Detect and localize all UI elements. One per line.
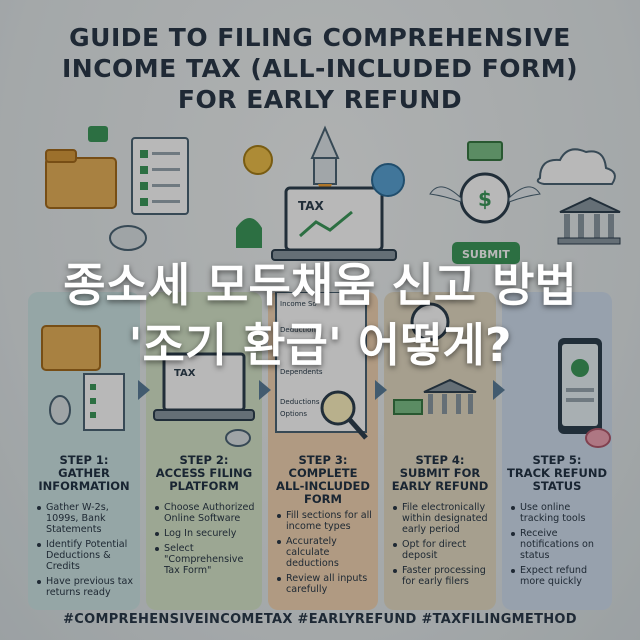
submit-graphic: SUBMIT	[452, 242, 520, 264]
list-item: Identify Potential Deductions & Credits	[37, 539, 136, 572]
form-line-2: Deductions	[280, 326, 320, 334]
list-item: Accurately calculate deductions	[277, 536, 374, 569]
step-3-illustration: Income So Deductions Dependents Deductio…	[275, 292, 368, 440]
submit-label: SUBMIT	[462, 248, 510, 261]
bank-icon	[557, 196, 621, 245]
list-item: Use online tracking tools	[511, 502, 608, 524]
step-1-number: STEP 1:	[59, 453, 109, 467]
step-3-title-line-3: FORM	[304, 492, 342, 506]
arrow-right-icon	[493, 380, 505, 400]
korean-headline-line-1: 종소세 모두채움 신고 방법	[63, 258, 577, 312]
step-1-illustration	[41, 325, 125, 431]
laptop-tax-label: TAX	[298, 199, 325, 213]
arrow-right-icon	[259, 380, 271, 400]
step-3-heading: STEP 3: COMPLETE ALL-INCLUDED FORM	[268, 454, 378, 506]
step-4-heading: STEP 4: SUBMIT FOR EARLY REFUND	[384, 454, 496, 493]
folder-icon	[45, 149, 117, 209]
checklist-icon	[131, 137, 189, 215]
list-item: Choose Authorized Online Software	[155, 502, 258, 524]
list-item: Expect refund more quickly	[511, 565, 608, 587]
list-item: Log In securely	[155, 528, 258, 539]
list-item: Receive notifications on status	[511, 528, 608, 561]
chat-bubble-icon	[88, 126, 108, 142]
step-1-title-line-1: GATHER	[58, 466, 110, 480]
arrow-right-icon	[375, 380, 387, 400]
step-4-title-line-2: EARLY REFUND	[391, 479, 489, 493]
list-item: Opt for direct deposit	[393, 539, 492, 561]
money-bill-icon	[467, 141, 503, 161]
list-item: Gather W-2s, 1099s, Bank Statements	[37, 502, 136, 535]
globe-icon	[371, 163, 405, 197]
step-3-number: STEP 3:	[298, 453, 348, 467]
step-5-number: STEP 5:	[532, 453, 582, 467]
title-line-3: FOR EARLY REFUND	[177, 85, 463, 114]
step-3-title-line-1: COMPLETE	[288, 466, 358, 480]
steps-container: STEP 1: GATHER INFORMATION Gather W-2s, …	[28, 292, 612, 610]
step-4-illustration	[393, 302, 477, 415]
step-2-tax-label: TAX	[174, 368, 196, 379]
step-2-heading: STEP 2: ACCESS FILING PLATFORM	[146, 454, 262, 493]
step-3-list: Fill sections for all income types Accur…	[274, 510, 378, 599]
step-5-panel: STEP 5: TRACK REFUND STATUS Use online t…	[502, 292, 612, 610]
step-4-list: File electronically within designated ea…	[390, 502, 496, 591]
step-1-heading: STEP 1: GATHER INFORMATION	[28, 454, 140, 493]
step-4-panel: STEP 4: SUBMIT FOR EARLY REFUND File ele…	[384, 292, 496, 610]
step-5-title-line-1: TRACK REFUND	[506, 466, 608, 480]
hashtag-footer: #COMPREHENSIVEINCOMETAX #EARLYREFUND #TA…	[63, 612, 577, 627]
form-line-5: Options	[280, 410, 307, 418]
step-2-number: STEP 2:	[179, 453, 229, 467]
step-5-title-line-2: STATUS	[532, 479, 582, 493]
list-item: Review all inputs carefully	[277, 573, 374, 595]
step-5-list: Use online tracking tools Receive notifi…	[508, 502, 612, 591]
laptop-icon: TAX	[271, 186, 397, 261]
coin-icon	[243, 145, 273, 175]
list-item: Have previous tax returns ready	[37, 576, 136, 598]
step-2-title-line-2: PLATFORM	[169, 479, 239, 493]
form-line-3: Dependents	[280, 368, 323, 376]
svg-text:$: $	[478, 187, 492, 211]
form-line-1: Income So	[280, 300, 317, 308]
illustration-band: TAX $ SUBMIT	[45, 125, 621, 264]
arrow-right-icon	[138, 380, 150, 400]
mouse-icon	[109, 225, 147, 251]
step-3-title-line-2: ALL-INCLUDED	[276, 479, 370, 493]
korean-headline-line-2: '조기 환급' 어떻게?	[128, 318, 512, 372]
step-5-illustration	[558, 338, 611, 448]
step-3-panel: Income So Deductions Dependents Deductio…	[268, 292, 378, 610]
list-item: Faster processing for early filers	[393, 565, 492, 587]
stopwatch-icon: $	[429, 172, 541, 224]
cloud-icon	[536, 148, 616, 185]
title-line-2: INCOME TAX (ALL-INCLUDED FORM)	[61, 54, 578, 83]
step-4-number: STEP 4:	[415, 453, 465, 467]
step-1-title-line-2: INFORMATION	[38, 479, 130, 493]
infographic-title: GUIDE TO FILING COMPREHENSIVE INCOME TAX…	[0, 22, 640, 115]
step-2-illustration: TAX	[153, 352, 255, 447]
step-2-panel: TAX STEP 2: ACCESS FILING PLATFORM Choos…	[146, 292, 262, 610]
step-2-title-line-1: ACCESS FILING	[155, 466, 253, 480]
title-line-1: GUIDE TO FILING COMPREHENSIVE	[69, 23, 571, 52]
step-2-list: Choose Authorized Online Software Log In…	[152, 502, 262, 580]
step-1-panel: STEP 1: GATHER INFORMATION Gather W-2s, …	[28, 292, 140, 610]
step-4-title-line-1: SUBMIT FOR	[399, 466, 481, 480]
list-item: Fill sections for all income types	[277, 510, 374, 532]
list-item: Select "Comprehensive Tax Form"	[155, 543, 258, 576]
list-item: File electronically within designated ea…	[393, 502, 492, 535]
form-line-4: Deductions	[280, 398, 320, 406]
money-plant-icon	[236, 218, 262, 248]
step-1-list: Gather W-2s, 1099s, Bank Statements Iden…	[34, 502, 140, 602]
step-5-heading: STEP 5: TRACK REFUND STATUS	[502, 454, 612, 493]
